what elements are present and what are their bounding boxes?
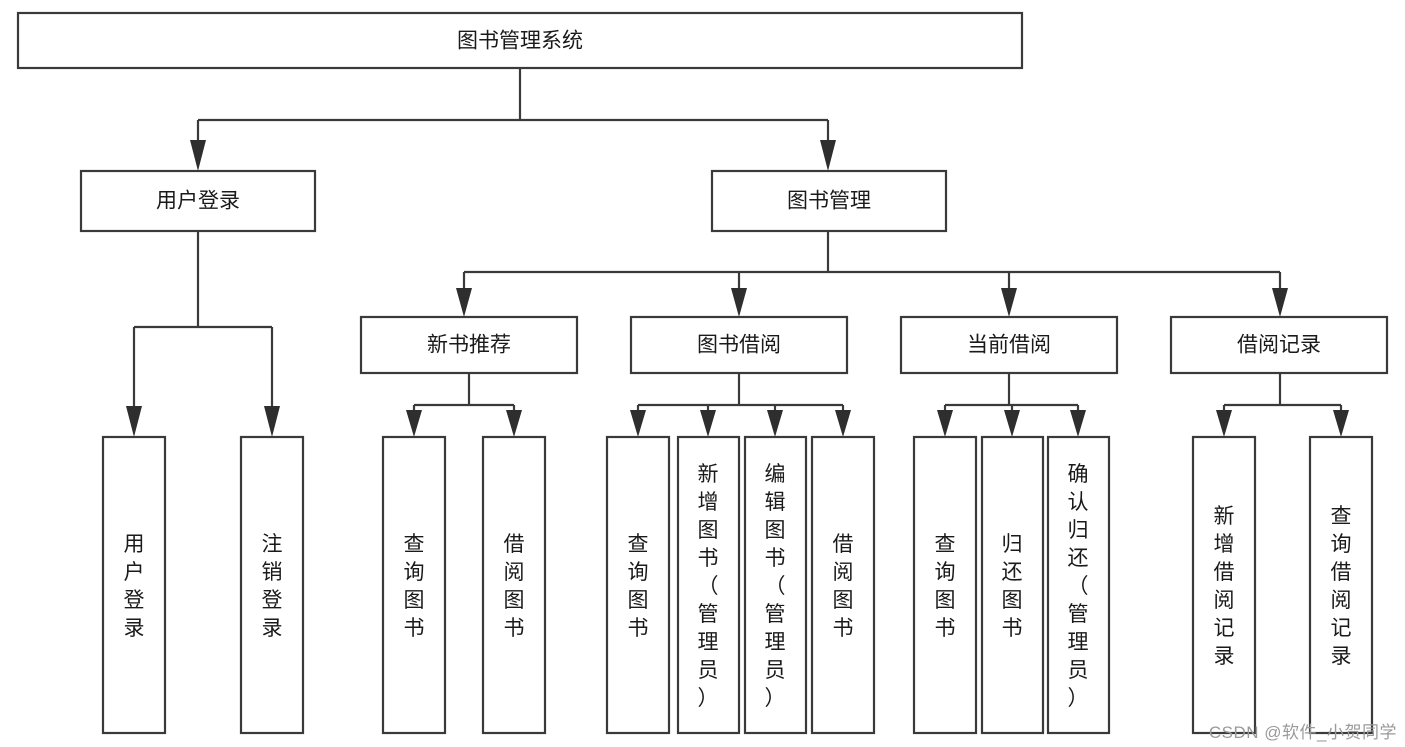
node-leaf-borrow-book-2-label: 借阅图书 [833, 533, 854, 640]
node-leaf-confirm-return-label: 确认归还（管理员） [1068, 463, 1089, 710]
node-leaf-user-login[interactable]: 用户登录 [101, 435, 167, 735]
node-leaf-borrow-book-1-box[interactable] [481, 435, 547, 735]
node-leaf-user-login-label: 用户登录 [124, 533, 145, 640]
node-leaf-edit-book[interactable]: 编辑图书（管理员） [743, 435, 808, 735]
arrow-leaf-return-book-icon [1004, 410, 1020, 437]
arrow-book-borrow-icon [731, 288, 747, 317]
node-leaf-query-book-2-label: 查询图书 [628, 533, 649, 640]
node-leaf-logout-login[interactable]: 注销登录 [239, 435, 305, 735]
node-current-borrow-label: 当前借阅 [967, 334, 1051, 357]
node-user-login-label: 用户登录 [156, 190, 240, 213]
node-leaf-logout-login-label: 注销登录 [262, 533, 283, 640]
node-leaf-user-login-box[interactable] [101, 435, 167, 735]
node-leaf-add-book[interactable]: 新增图书（管理员） [676, 435, 741, 735]
node-leaf-query-book-1[interactable]: 查询图书 [381, 435, 447, 735]
arrow-leaf-logout-login-icon [264, 406, 280, 437]
node-root-box[interactable] [16, 11, 1024, 70]
node-root-label: 图书管理系统 [457, 30, 583, 53]
arrow-leaf-query-book-2-icon [630, 410, 646, 437]
node-leaf-logout-login-box[interactable] [239, 435, 305, 735]
node-leaf-query-book-2-box[interactable] [605, 435, 671, 735]
node-root[interactable]: 图书管理系统 [16, 11, 1024, 70]
arrow-leaf-add-book-icon [700, 410, 716, 437]
node-book-borrow[interactable]: 图书借阅 [629, 315, 849, 375]
node-leaf-borrow-book-2-box[interactable] [810, 435, 876, 735]
edges-group [126, 68, 1349, 437]
node-book-borrow-label: 图书借阅 [697, 334, 781, 357]
node-leaf-add-book-label: 新增图书（管理员） [698, 463, 719, 710]
node-leaf-query-record-label: 查询借阅记录 [1331, 505, 1352, 668]
arrow-to-user-login-icon [190, 140, 206, 171]
arrow-new-book-recommend-icon [456, 288, 472, 317]
node-leaf-edit-book-box[interactable] [743, 435, 808, 735]
node-leaf-add-record[interactable]: 新增借阅记录 [1191, 435, 1257, 735]
node-user-login-box[interactable] [79, 169, 317, 233]
arrow-leaf-add-record-icon [1216, 410, 1232, 437]
node-new-book-recommend-box[interactable] [359, 315, 579, 375]
arrow-leaf-confirm-return-icon [1070, 410, 1086, 437]
node-book-borrow-box[interactable] [629, 315, 849, 375]
arrow-borrow-record-icon [1272, 288, 1288, 317]
node-leaf-borrow-book-1-label: 借阅图书 [504, 533, 525, 640]
node-leaf-borrow-book-1[interactable]: 借阅图书 [481, 435, 547, 735]
node-leaf-query-book-1-label: 查询图书 [404, 533, 425, 640]
node-leaf-query-record-box[interactable] [1308, 435, 1374, 735]
node-leaf-query-record[interactable]: 查询借阅记录 [1308, 435, 1374, 735]
node-leaf-confirm-return[interactable]: 确认归还（管理员） [1046, 435, 1111, 735]
arrow-to-book-manage-icon [820, 140, 836, 171]
node-leaf-borrow-book-2[interactable]: 借阅图书 [810, 435, 876, 735]
node-user-login[interactable]: 用户登录 [79, 169, 317, 233]
arrow-leaf-query-book-1-icon [406, 410, 422, 437]
node-new-book-recommend-label: 新书推荐 [427, 334, 511, 357]
node-leaf-query-book-1-box[interactable] [381, 435, 447, 735]
node-leaf-return-book[interactable]: 归还图书 [980, 435, 1045, 735]
arrow-leaf-query-book-3-icon [937, 410, 953, 437]
node-book-manage-label: 图书管理 [787, 190, 871, 213]
arrow-leaf-query-record-icon [1333, 410, 1349, 437]
arrow-leaf-user-login-icon [126, 406, 142, 437]
node-borrow-record-box[interactable] [1169, 315, 1389, 375]
arrow-leaf-borrow-book-1-icon [506, 410, 522, 437]
node-book-manage[interactable]: 图书管理 [710, 169, 948, 233]
node-new-book-recommend[interactable]: 新书推荐 [359, 315, 579, 375]
node-current-borrow-box[interactable] [899, 315, 1119, 375]
node-leaf-confirm-return-box[interactable] [1046, 435, 1111, 735]
arrow-leaf-edit-book-icon [767, 410, 783, 437]
node-leaf-return-book-label: 归还图书 [1002, 533, 1023, 640]
node-leaf-add-book-box[interactable] [676, 435, 741, 735]
node-leaf-edit-book-label: 编辑图书（管理员） [765, 463, 786, 710]
node-leaf-add-record-box[interactable] [1191, 435, 1257, 735]
node-current-borrow[interactable]: 当前借阅 [899, 315, 1119, 375]
node-leaf-query-book-2[interactable]: 查询图书 [605, 435, 671, 735]
arrow-current-borrow-icon [1001, 288, 1017, 317]
node-leaf-query-book-3[interactable]: 查询图书 [912, 435, 978, 735]
node-leaf-add-record-label: 新增借阅记录 [1214, 505, 1235, 668]
node-leaf-return-book-box[interactable] [980, 435, 1045, 735]
node-book-manage-box[interactable] [710, 169, 948, 233]
node-borrow-record[interactable]: 借阅记录 [1169, 315, 1389, 375]
node-leaf-query-book-3-label: 查询图书 [935, 533, 956, 640]
node-borrow-record-label: 借阅记录 [1237, 334, 1321, 357]
arrow-leaf-borrow-book-2-icon [835, 410, 851, 437]
node-leaf-query-book-3-box[interactable] [912, 435, 978, 735]
